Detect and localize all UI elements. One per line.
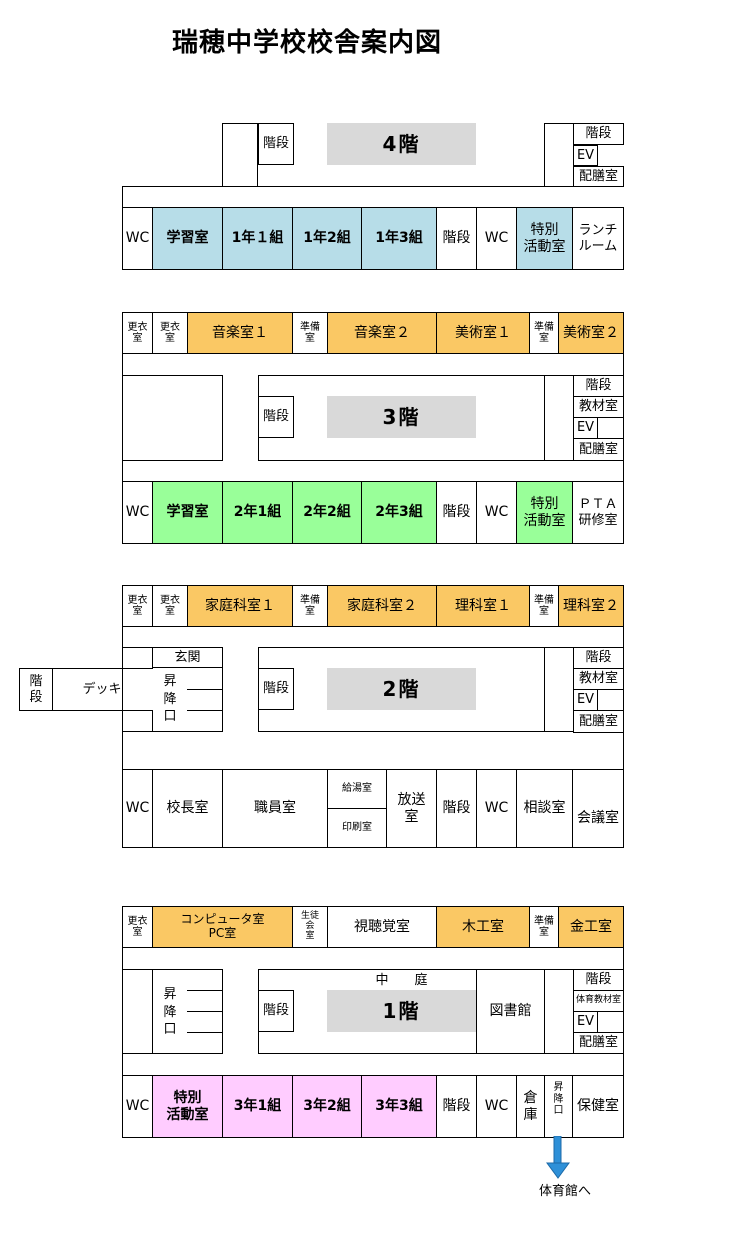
floor-1-computer-room: コンピュータ室 PC室	[152, 906, 293, 948]
floor-3-prep-2: 準備 室	[529, 312, 559, 354]
floor-1-serving-room: 配膳室	[573, 1032, 624, 1054]
floor-1-label: 1階	[327, 990, 476, 1032]
floor-1-student-council: 生徒 会 室	[292, 906, 328, 948]
floor-2-staff-room: 職員室	[222, 769, 328, 848]
floor-2-serving-room: 配膳室	[573, 710, 624, 733]
floor-1-changing: 更衣 室	[122, 906, 153, 948]
floor-1-side-entrance: 昇 降 口	[544, 1075, 573, 1138]
floor-2-changing-1: 更衣 室	[122, 585, 153, 627]
floor-1-library: 図書館	[476, 969, 545, 1054]
floor-1-metalwork-room: 金工室	[558, 906, 624, 948]
floor-2-lift: 昇 降 口	[163, 674, 177, 725]
floor-3-prep-1: 準備 室	[292, 312, 328, 354]
floor-2-wc-right: WC	[476, 769, 517, 848]
floor-4-wc-left: WC	[122, 207, 153, 270]
floor-4-class-1-1: 1年１組	[222, 207, 293, 270]
floor-2-prep-1: 準備 室	[292, 585, 328, 627]
floor-3-art-2: 美術室２	[558, 312, 624, 354]
floor-1-wc-right: WC	[476, 1075, 517, 1138]
floor-1-pe-materials: 体育教材室	[573, 990, 624, 1012]
floor-2-broadcast-room: 放送 室	[386, 769, 437, 848]
floor-1-class-3-1: 3年1組	[222, 1075, 293, 1138]
floor-3-music-1: 音楽室１	[187, 312, 293, 354]
floor-3-materials-room: 教材室	[573, 396, 624, 418]
floor-2-principal-office: 校長室	[152, 769, 223, 848]
floor-2-wc-left: WC	[122, 769, 153, 848]
floor-3-study-room: 学習室	[152, 481, 223, 544]
page-title: 瑞穂中学校校舎案内図	[172, 28, 443, 58]
corridor-2-box	[122, 627, 624, 769]
floor-4-special-room: 特別 活動室	[516, 207, 573, 270]
floor-3-special-room: 特別 活動室	[516, 481, 573, 544]
floor-1-woodwork-room: 木工室	[436, 906, 530, 948]
floor-4-study-room: 学習室	[152, 207, 223, 270]
floor-4-stairs-top: 階段	[258, 123, 294, 165]
floor-4-ev: EV	[573, 145, 598, 166]
floor-4-serving-room: 配膳室	[573, 166, 624, 187]
floor-2-right-stairs: 階段	[573, 647, 624, 669]
floor-2-stairs: 階段	[436, 769, 477, 848]
floor-3-stairs: 階段	[436, 481, 477, 544]
corridor-4	[122, 186, 624, 207]
floor-1-special-room: 特別 活動室	[152, 1075, 223, 1138]
floor-2-print-room: 印刷室	[327, 808, 387, 848]
floor-1-class-3-3: 3年3組	[361, 1075, 437, 1138]
floor-4-label: 4階	[327, 123, 476, 165]
floor-2-entrance: 玄関	[152, 647, 223, 668]
floor-1-ev: EV	[573, 1011, 598, 1033]
down-arrow-icon	[546, 1136, 570, 1179]
floor-2-deck-stairs: 階 段	[19, 668, 53, 711]
floor-1-courtyard: 中 庭	[375, 973, 428, 988]
floor-3-wc-left: WC	[122, 481, 153, 544]
floor-4-lunch-room: ランチ ルーム	[572, 207, 624, 270]
floor-3-art-1: 美術室１	[436, 312, 530, 354]
floor-1-prep: 準備 室	[529, 906, 559, 948]
floor-2-materials-room: 教材室	[573, 668, 624, 690]
floor-3-class-2-1: 2年1組	[222, 481, 293, 544]
floor-2-changing-2: 更衣 室	[152, 585, 188, 627]
floor-2-science-2: 理科室２	[558, 585, 624, 627]
floor-1-storage: 倉 庫	[516, 1075, 545, 1138]
floor-2-conference-room: 会議室	[572, 769, 624, 848]
floor-3-pta-room: ＰＴＡ 研修室	[572, 481, 624, 544]
floor-2-counseling-room: 相談室	[516, 769, 573, 848]
floor-4-class-1-3: 1年3組	[361, 207, 437, 270]
floor-3-class-2-2: 2年2組	[292, 481, 362, 544]
floor-4-stairs: 階段	[436, 207, 477, 270]
floor-3-stairs-mid: 階段	[258, 396, 294, 438]
corridor-3-left-block	[122, 375, 223, 461]
corridor-4-right-wing	[544, 123, 573, 187]
floor-3-changing-2: 更衣 室	[152, 312, 188, 354]
floor-1-nurse-office: 保健室	[572, 1075, 624, 1138]
floor-3-label: 3階	[327, 396, 476, 438]
floor-2-home-ec-2: 家庭科室２	[327, 585, 437, 627]
corridor-4-left-wing	[222, 123, 258, 187]
floor-4-class-1-2: 1年2組	[292, 207, 362, 270]
floor-1-stairs-mid: 階段	[258, 990, 294, 1032]
floor-4-right-stairs: 階段	[573, 123, 624, 145]
corridor-4-left-end	[122, 186, 123, 207]
floor-3-ev: EV	[573, 417, 598, 439]
floor-2-label: 2階	[327, 668, 476, 710]
floor-1-wc-left: WC	[122, 1075, 153, 1138]
gym-direction-label: 体育館へ	[538, 1184, 591, 1199]
floor-1-right-stairs: 階段	[573, 969, 624, 991]
floor-2-ev: EV	[573, 689, 598, 711]
floor-3-music-2: 音楽室２	[327, 312, 437, 354]
floor-1-lift: 昇 降 口	[163, 987, 177, 1038]
floor-1-class-3-2: 3年2組	[292, 1075, 362, 1138]
floor-3-wc-right: WC	[476, 481, 517, 544]
floor-2-science-1: 理科室１	[436, 585, 530, 627]
floor-2-prep-2: 準備 室	[529, 585, 559, 627]
floor-1-stairs: 階段	[436, 1075, 477, 1138]
floor-3-class-2-3: 2年3組	[361, 481, 437, 544]
floor-3-serving-room: 配膳室	[573, 438, 624, 461]
floor-4-wc-right: WC	[476, 207, 517, 270]
floor-2-kitchenette: 給湯室	[327, 769, 387, 809]
floor-2-stairs-mid: 階段	[258, 668, 294, 710]
floor-2-home-ec-1: 家庭科室１	[187, 585, 293, 627]
floor-3-changing-1: 更衣 室	[122, 312, 153, 354]
floor-3-right-stairs: 階段	[573, 375, 624, 397]
floor-1-av-room: 視聴覚室	[327, 906, 437, 948]
